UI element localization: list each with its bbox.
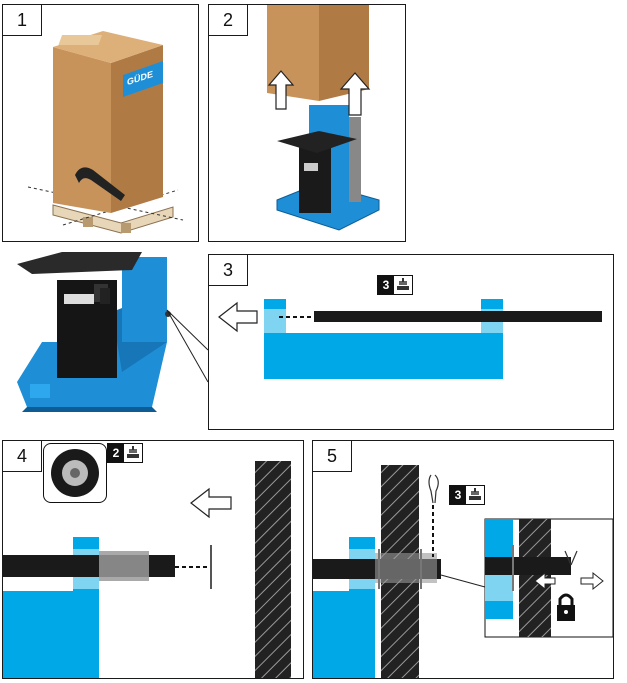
wheel-mount-diagram <box>3 461 291 678</box>
arrow-right-icon <box>580 571 604 591</box>
step-2-panel: 2 <box>208 4 406 242</box>
step-number: 5 <box>313 441 352 472</box>
tool-badge: 3 <box>449 485 485 505</box>
step-4-panel: 4 2 <box>2 440 304 679</box>
arrow-left-icon <box>534 571 556 591</box>
split-pin-diagram <box>313 465 613 678</box>
machine-base-detail <box>2 252 199 430</box>
arrow-up-icon <box>267 70 295 110</box>
tool-icon <box>397 278 409 290</box>
tool-icon <box>469 488 481 500</box>
badge-number: 2 <box>108 444 124 462</box>
split-pin-icon <box>428 474 439 504</box>
step-number: 1 <box>3 5 42 36</box>
wheel-icon <box>51 449 99 497</box>
badge-number: 3 <box>378 276 394 294</box>
arrow-left-icon <box>218 301 258 333</box>
axle-insert-diagram <box>218 299 602 379</box>
unboxing-illustration <box>267 5 380 231</box>
tool-badge: 2 <box>107 443 143 463</box>
wheel-inset <box>43 443 107 503</box>
tool-badge: 3 <box>377 275 413 295</box>
step-1-panel: 1 GÜDE <box>2 4 199 242</box>
step-number: 3 <box>209 255 248 286</box>
step-5-panel: 5 3 <box>312 440 614 679</box>
arrow-up-icon <box>339 72 371 116</box>
step-3-detail-photo <box>2 252 199 430</box>
padlock-icon <box>557 593 575 621</box>
badge-number: 3 <box>450 486 466 504</box>
step-number: 2 <box>209 5 248 36</box>
step-number: 4 <box>3 441 42 472</box>
step-3-panel: 3 3 <box>208 254 614 430</box>
boxed-machine-illustration <box>27 31 184 234</box>
tool-icon <box>127 446 139 458</box>
arrow-left-icon <box>190 487 232 519</box>
